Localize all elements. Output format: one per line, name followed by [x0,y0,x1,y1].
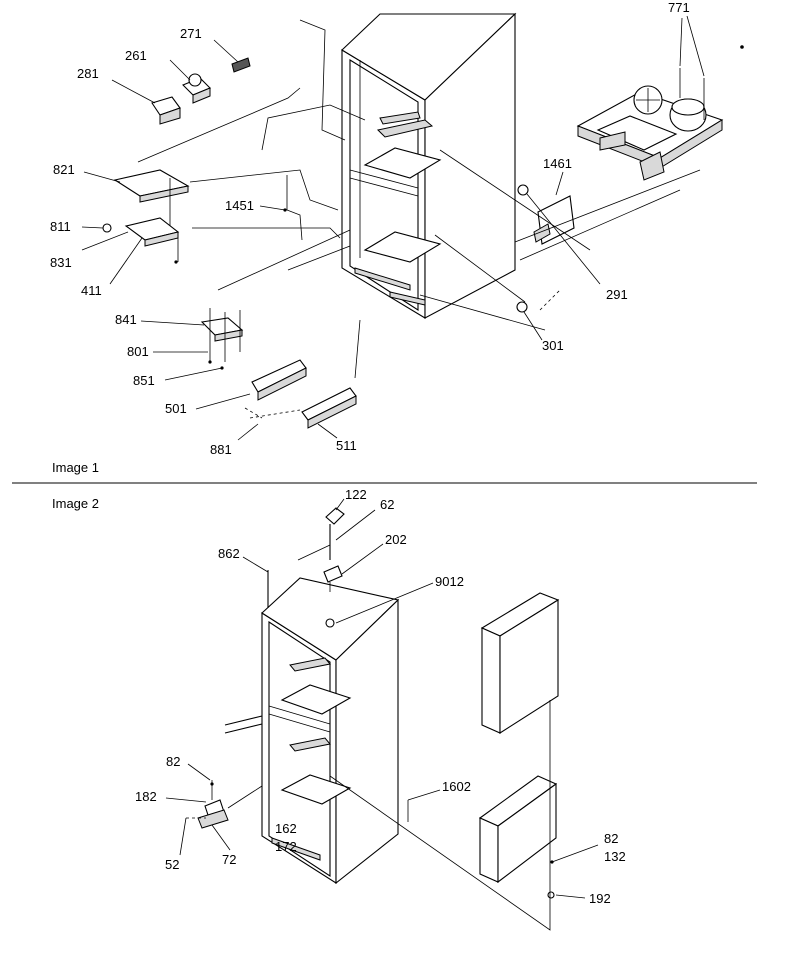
callout-281: 281 [77,66,99,81]
callout-9012: 9012 [435,574,464,589]
callout-851: 851 [133,373,155,388]
part-72 [197,809,229,829]
image-2-exploded-view: 122 62 202 862 9012 82 1602 182 162 172 … [52,487,626,931]
callout-261: 261 [125,48,147,63]
image-2-caption: Image 2 [52,496,99,511]
callout-511: 511 [336,438,357,453]
callout-182: 182 [135,789,157,804]
image-2-leaders [165,498,599,931]
callout-801: 801 [127,344,149,359]
callout-82-right: 82 [604,831,618,846]
part-9012 [325,618,335,628]
callout-1461: 1461 [543,156,572,171]
callout-72: 72 [222,852,236,867]
callout-821: 821 [53,162,75,177]
image-1-caption: Image 1 [52,460,99,475]
part-821 [113,169,190,240]
callout-771: 771 [668,0,690,15]
part-811 [102,223,112,233]
callout-831: 831 [50,255,72,270]
fresh-food-door [480,592,560,735]
callout-172: 172 [275,839,297,854]
callout-271: 271 [180,26,202,41]
callout-122: 122 [345,487,367,502]
callout-162: 162 [275,821,297,836]
callout-1451: 1451 [225,198,254,213]
part-1461 [533,195,575,245]
image-1-exploded-view: 771 271 261 281 821 1461 1451 811 831 41… [50,0,744,475]
part-281 [151,96,181,125]
cabinet-image-1 [341,12,517,319]
callout-881: 881 [210,442,232,457]
callout-301: 301 [542,338,564,353]
callout-501: 501 [165,401,187,416]
callout-811: 811 [50,219,71,234]
image-1-leaders [81,15,705,441]
part-192 [547,891,555,899]
part-202 [323,565,343,592]
part-771-compressor-assembly [576,45,744,181]
cabinet-image-2 [261,577,400,885]
callout-1602: 1602 [442,779,471,794]
callout-202: 202 [385,532,407,547]
callout-82-left: 82 [166,754,180,769]
callout-841: 841 [115,312,137,327]
callout-192: 192 [589,891,611,906]
part-291 [517,184,529,196]
part-501 [251,359,307,401]
callout-862: 862 [218,546,240,561]
part-301 [516,301,528,313]
part-122 [325,507,345,525]
part-841 [200,308,244,362]
part-511 [301,387,357,429]
callout-52: 52 [165,857,179,872]
callout-132: 132 [604,849,626,864]
part-261 [182,73,211,104]
part-271 [231,57,251,73]
callout-411: 411 [81,283,102,298]
part-831 [124,217,180,262]
callout-62: 62 [380,497,394,512]
freezer-door [478,775,558,884]
callout-291: 291 [606,287,628,302]
